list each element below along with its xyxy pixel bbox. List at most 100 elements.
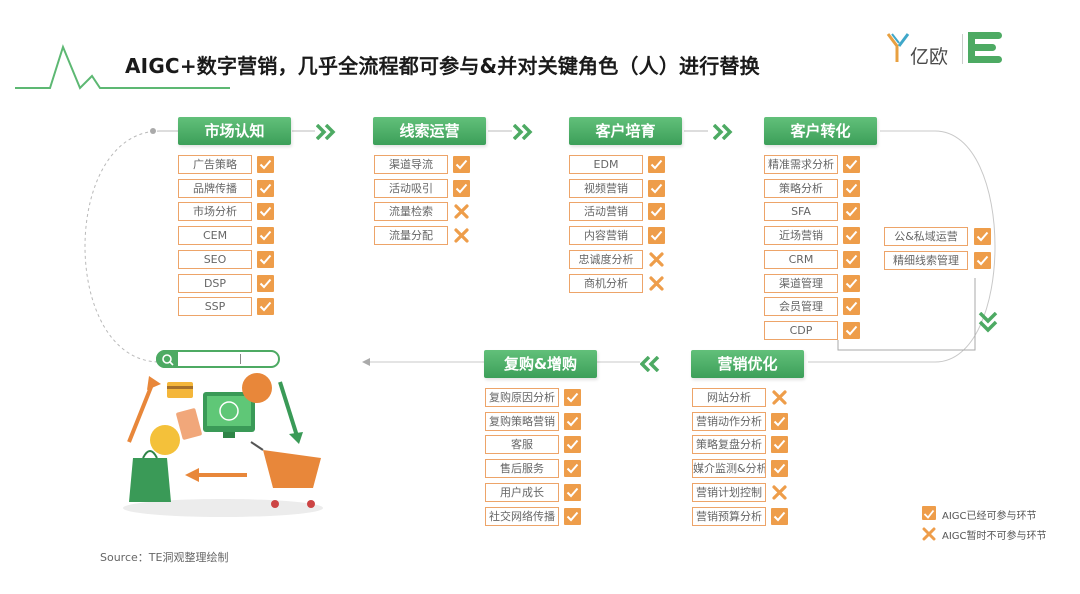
stage-convert-subitem-box: 精细线索管理 [884,250,968,270]
te-logo-icon [968,32,1002,63]
check-icon [257,179,274,197]
stage-leads-item-box: 渠道导流 [374,155,448,174]
stage-nurture-title: 客户培育 [569,117,682,145]
check-icon [648,179,665,197]
stage-market-item-box: 品牌传播 [178,178,252,198]
check-icon [564,483,581,501]
check-icon [257,203,274,221]
chevron-down-icon [978,312,998,333]
stage-repurchase-item-box: 客服 [485,435,559,455]
stage-nurture-item-box: EDM [569,155,643,174]
stage-convert-title: 客户转化 [764,117,877,145]
stage-convert-item-box: 精准需求分析 [764,155,838,174]
source-note: Source：TE洞观整理绘制 [100,551,229,564]
check-icon [564,389,581,406]
stage-repurchase-item-box: 复购原因分析 [485,388,559,407]
stage-optimize-item-box: 策略复盘分析 [692,435,766,455]
legend-check-label: AIGC已经可参与环节 [942,511,1037,522]
legend-check-icon [922,506,936,520]
arrow-head-left [362,358,370,366]
search-bar [156,350,280,368]
check-icon [257,227,274,245]
stage-optimize-item-box: 营销预算分析 [692,506,766,526]
check-icon [564,460,581,478]
logo-text: 亿欧 [910,46,949,68]
legend-cross-label: AIGC暂时不可参与环节 [942,531,1047,542]
stage-convert-item-box: CDP [764,320,838,340]
stage-nurture-item-box: 忠诚度分析 [569,249,643,269]
yiou-logo-icon [886,33,910,62]
check-icon [453,156,470,173]
check-icon [257,156,274,173]
check-icon [648,203,665,221]
stage-optimize-item-box: 媒介监测&分析 [692,459,766,479]
stage-market-item-box: SEO [178,249,252,269]
stage-market-title: 市场认知 [178,117,291,145]
stage-convert-item-box: 会员管理 [764,297,838,317]
stage-leads-item-box: 活动吸引 [374,178,448,198]
check-icon [843,179,860,197]
chevron-right-icon [513,124,533,140]
chevron-right-icon [316,124,336,140]
stage-market-item-box: 市场分析 [178,202,252,222]
stage-convert-item-box: 渠道管理 [764,273,838,293]
stage-convert-item-box: SFA [764,202,838,222]
dashed-loop-left [84,130,161,363]
shopping-illustration [123,373,323,517]
check-icon [257,298,274,316]
check-icon [257,274,274,292]
stage-convert-item-box: 策略分析 [764,178,838,198]
cross-icon [453,203,470,220]
check-icon [771,436,788,454]
stage-optimize-item-box: 营销动作分析 [692,411,766,431]
cross-icon [771,484,788,501]
heartbeat-line [15,44,230,90]
stage-leads-title: 线索运营 [373,117,486,145]
legend-cross-icon [922,526,936,541]
check-icon [843,203,860,221]
stage-repurchase-item-box: 用户成长 [485,482,559,502]
cross-icon [648,251,665,268]
stage-convert-item-box: CRM [764,249,838,269]
stage-leads-item-box: 流量分配 [374,226,448,246]
check-icon [453,179,470,197]
page-title: AIGC+数字营销，几乎全流程都可参与&并对关键角色（人）进行替换 [125,54,760,78]
stage-convert-subitem-box: 公&私域运营 [884,227,968,246]
stage-nurture-item-box: 商机分析 [569,273,643,293]
right-loop [808,130,996,363]
stage-market-item-box: CEM [178,226,252,246]
stage-optimize-item-box: 营销计划控制 [692,482,766,502]
check-icon [843,156,860,173]
stage-market-item-box: 广告策略 [178,155,252,174]
stage-repurchase-title: 复购&增购 [484,350,597,378]
stage-nurture-item-box: 视频营销 [569,178,643,198]
search-cursor [240,354,241,364]
check-icon [771,507,788,525]
check-icon [974,228,991,245]
check-icon [843,274,860,292]
cross-icon [453,227,470,244]
check-icon [648,156,665,173]
stage-market-item-box: DSP [178,273,252,293]
check-icon [843,321,860,339]
sub-items-bracket [837,278,976,351]
check-icon [771,412,788,430]
check-icon [564,507,581,525]
check-icon [648,227,665,245]
stage-optimize-item-box: 网站分析 [692,388,766,407]
check-icon [257,250,274,268]
check-icon [564,412,581,430]
cross-icon [648,275,665,292]
check-icon [843,227,860,245]
loop-start-dot [150,128,156,134]
stage-nurture-item-box: 活动营销 [569,202,643,222]
cross-icon [771,389,788,406]
stage-convert-item-box: 近场营销 [764,226,838,246]
stage-market-item-box: SSP [178,297,252,317]
check-icon [843,298,860,316]
chevron-right-icon [713,124,733,140]
check-icon [843,250,860,268]
stage-repurchase-item-box: 复购策略营销 [485,411,559,431]
stage-optimize-title: 营销优化 [691,350,804,378]
